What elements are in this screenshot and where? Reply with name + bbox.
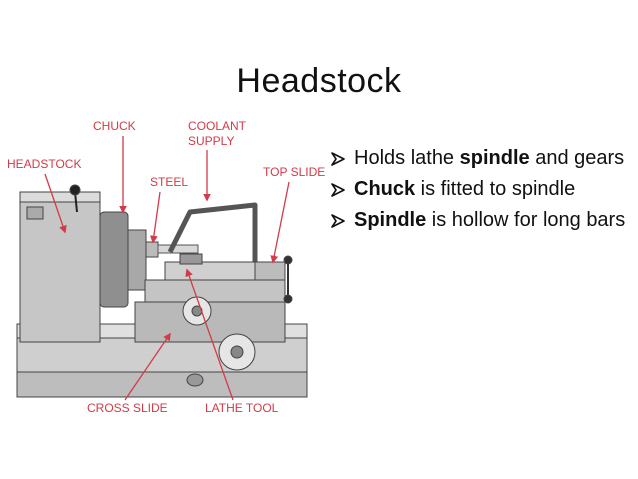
headstock-body — [19, 184, 101, 343]
lathe-diagram: CHUCK COOLANT SUPPLY HEADSTOCK STEEL TOP… — [7, 119, 325, 415]
label-headstock: HEADSTOCK — [7, 157, 81, 171]
label-chuck: CHUCK — [93, 119, 136, 133]
bullet-item: Holds lathe spindle and gears — [330, 143, 630, 174]
chuck — [99, 211, 159, 308]
label-steel: STEEL — [150, 175, 188, 189]
bullet-list: Holds lathe spindle and gears Chuck is f… — [330, 143, 630, 236]
label-coolant-line2: SUPPLY — [188, 134, 234, 148]
label-top-slide: TOP SLIDE — [263, 165, 325, 179]
arrow-bullet-icon — [331, 214, 345, 228]
steel-workpiece — [157, 244, 199, 254]
bullet-text-pre: Holds lathe — [354, 147, 460, 169]
label-cross-slide: CROSS SLIDE — [87, 401, 168, 415]
bullet-text-bold: Spindle — [354, 209, 427, 231]
label-lathe-tool: LATHE TOOL — [205, 401, 279, 415]
bullet-item: Chuck is fitted to spindle — [330, 174, 630, 205]
leader-arrows — [44, 136, 290, 401]
bullet-text-post: and gears — [529, 147, 625, 169]
bullet-text-post: is hollow for long bars — [426, 209, 626, 231]
bullet-text-bold: spindle — [459, 147, 530, 169]
bullet-text-post: is fitted to spindle — [415, 178, 576, 200]
bullet-item: Spindle is hollow for long bars — [330, 205, 630, 236]
coolant-pipe — [167, 202, 258, 262]
arrow-bullet-icon — [331, 152, 345, 166]
arrow-bullet-icon — [331, 183, 345, 197]
label-coolant-line1: COOLANT — [188, 119, 247, 133]
bullet-text-bold: Chuck — [354, 178, 416, 200]
slide-title: Headstock — [236, 62, 402, 100]
